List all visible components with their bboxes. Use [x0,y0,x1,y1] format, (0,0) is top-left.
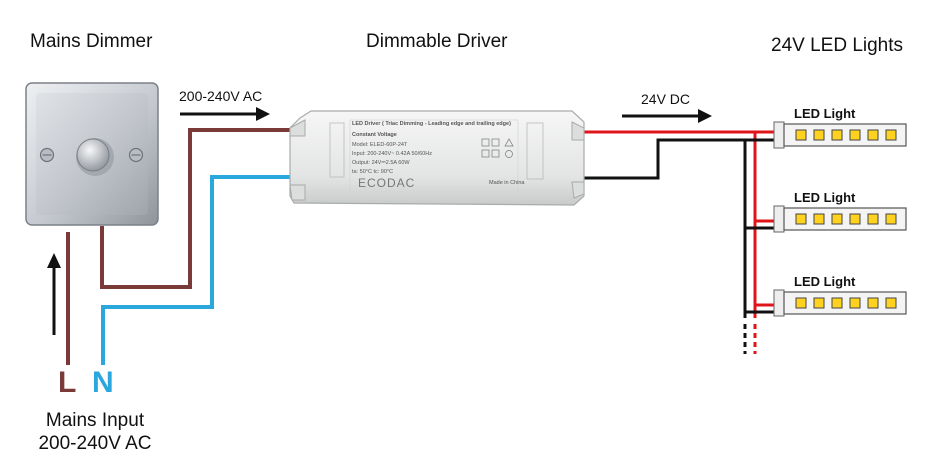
arrow-right-icon [622,109,712,123]
led-chip-icon [849,297,861,309]
cert-icon [481,138,490,147]
led-chip-icon [795,129,807,141]
neutral-wire [101,175,294,365]
led-light-label-3: LED Light [794,274,856,289]
driver-brand: ECODAC [358,176,416,190]
ac-wiring [66,128,294,365]
led-chip-icon [813,129,825,141]
strip-connector [773,289,785,317]
dc-wiring [583,130,778,354]
led-chip-icon [795,213,807,225]
led-chip-icon [849,213,861,225]
arrow-right-icon [180,107,270,121]
mains-input-line1: Mains Input [45,410,145,431]
live-letter: L [58,366,77,399]
led-strip [773,289,907,317]
led-strip [773,205,907,233]
led-chip-icon [867,297,879,309]
led-chip-icon [831,213,843,225]
led-chip-icon [849,129,861,141]
strip-connector [773,121,785,149]
dimmable-driver [289,110,585,206]
label-ac-in: 200-240V AC [179,88,263,104]
led-light-label-1: LED Light [794,106,856,121]
label-dc-out: 24V DC [641,91,691,107]
strip-connector [773,205,785,233]
mains-input-label: Mains Input 200-240V AC [27,409,163,455]
mains-dimmer [25,82,159,226]
cert-icon [491,149,500,158]
arrow-up-icon [47,253,61,335]
led-strips [773,121,907,317]
led-chip-icon [831,297,843,309]
neutral-letter: N [92,366,114,399]
led-chip-icon [795,297,807,309]
mains-input-line2: 200-240V AC [38,433,152,454]
driver-input: Input: 200-240V~ 0.42A 50/60Hz [352,151,432,157]
driver-model: Model: ELED-60P-24T [352,142,408,148]
led-light-label-2: LED Light [794,190,856,205]
cert-icon [504,138,514,147]
dc-negative-wire [583,138,776,180]
title-dimmable-driver: Dimmable Driver [366,31,508,52]
led-chip-icon [867,129,879,141]
driver-temps: ta: 50°C tc: 90°C [352,169,394,175]
led-chip-icon [885,213,897,225]
driver-mode: Constant Voltage [352,132,397,138]
driver-heading: LED Driver ( Triac Dimming - Leading edg… [352,121,511,127]
dimmer-knob-icon [76,138,110,172]
led-chip-icon [885,297,897,309]
cert-icon [481,149,490,158]
led-chip-icon [885,129,897,141]
led-strip [773,121,907,149]
title-mains-dimmer: Mains Dimmer [30,31,153,52]
driver-made-in: Made in China [489,180,525,186]
led-chip-icon [813,297,825,309]
led-chip-icon [867,213,879,225]
title-24v-led-lights: 24V LED Lights [771,35,904,56]
led-chip-icon [831,129,843,141]
led-chip-icon [813,213,825,225]
live-wire-dimmed [100,128,292,289]
driver-output: Output: 24V⎓2.5A 60W [352,160,410,166]
cert-icon [491,138,500,147]
cert-icon [505,150,513,158]
